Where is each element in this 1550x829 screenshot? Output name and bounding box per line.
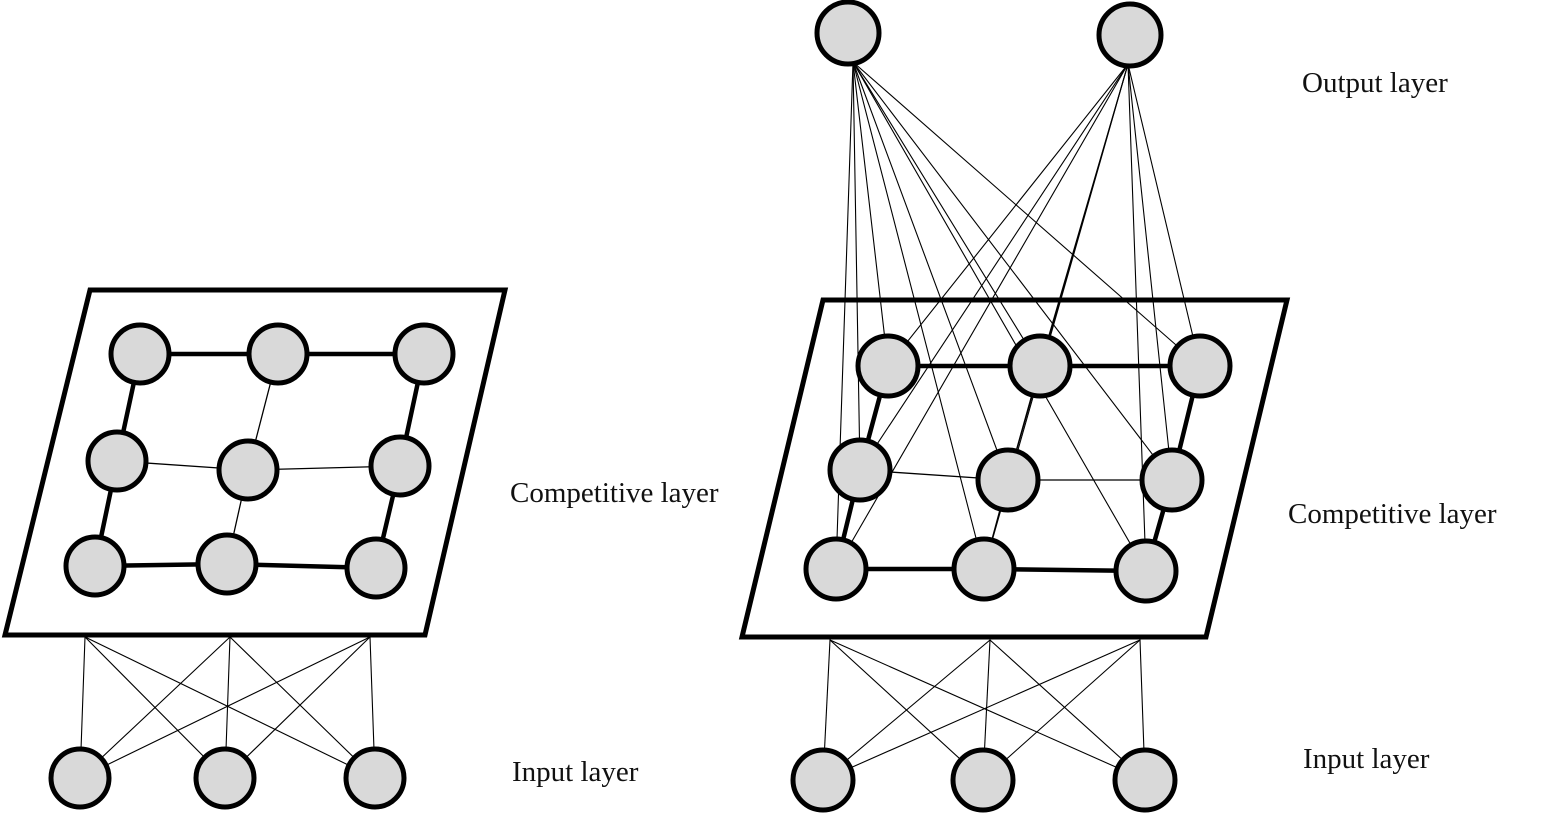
competitive-node-left	[216, 438, 280, 502]
input-link-left	[224, 636, 371, 779]
output-link	[852, 61, 1173, 481]
output-link	[852, 61, 985, 570]
input-node-left	[193, 746, 257, 810]
input-node-left	[48, 746, 112, 810]
competitive-node-right	[1007, 333, 1073, 399]
competitive-node-left	[344, 536, 408, 600]
input-link-right	[829, 639, 1146, 781]
competitive-node-left	[85, 429, 149, 493]
competitive-node-right	[1113, 538, 1179, 604]
output-link	[859, 63, 1129, 471]
output-link	[887, 63, 1129, 367]
input-node-right	[950, 747, 1016, 813]
competitive-node-left	[195, 532, 259, 596]
output-link	[852, 61, 1041, 367]
output-node	[1096, 1, 1164, 69]
competitive-node-right	[951, 536, 1017, 602]
input-node-right	[1112, 747, 1178, 813]
output-link	[852, 61, 1147, 572]
output-link	[852, 61, 889, 367]
competitive-node-left	[368, 434, 432, 498]
connections	[79, 636, 1146, 781]
competitive-node-left	[108, 322, 172, 386]
output-node	[814, 0, 882, 67]
input-link-left	[84, 636, 226, 779]
right-output-layer-label: Output layer	[1302, 67, 1448, 99]
competitive-node-right	[855, 333, 921, 399]
competitive-node-left	[63, 534, 127, 598]
left-competitive-layer-label: Competitive layer	[510, 477, 719, 509]
competitive-node-right	[1167, 333, 1233, 399]
input-node-left	[343, 746, 407, 810]
input-link-right	[989, 639, 1146, 781]
input-link-right	[822, 639, 1141, 781]
output-link	[1127, 63, 1173, 481]
output-link	[852, 61, 1201, 367]
left-input-layer-label: Input layer	[512, 756, 639, 788]
output-link	[852, 61, 1009, 481]
input-link-right	[982, 639, 1141, 781]
input-link-left	[79, 636, 371, 779]
competitive-node-right	[827, 437, 893, 503]
competitive-node-right	[1139, 447, 1205, 513]
competitive-node-left	[392, 322, 456, 386]
output-link	[1127, 63, 1201, 367]
right-competitive-layer-label: Competitive layer	[1288, 498, 1497, 530]
right-input-layer-label: Input layer	[1303, 743, 1430, 775]
input-link-left	[84, 636, 376, 779]
neurons	[48, 0, 1233, 813]
competitive-node-right	[803, 536, 869, 602]
competitive-node-left	[246, 322, 310, 386]
layer-planes	[1, 287, 1291, 640]
competitive-node-right	[975, 447, 1041, 513]
input-link-right	[829, 639, 984, 781]
output-link	[852, 61, 861, 471]
input-link-left	[229, 636, 376, 779]
input-node-right	[790, 747, 856, 813]
